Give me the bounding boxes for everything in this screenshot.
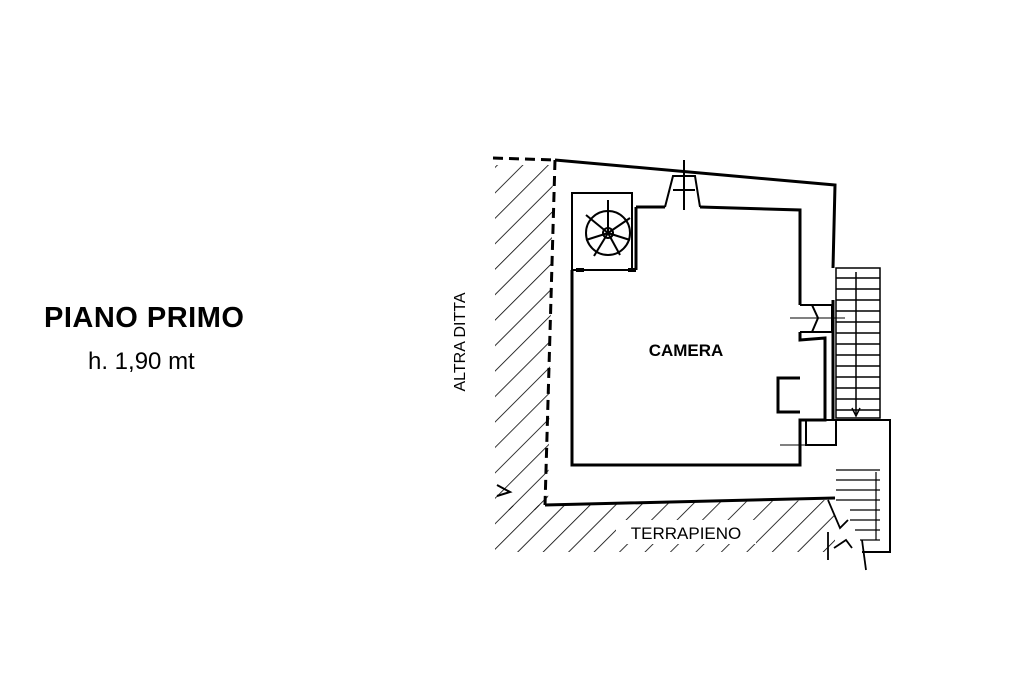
floor-title: PIANO PRIMO [44,302,245,334]
boundary-label-bottom: TERRAPIENO [631,524,742,543]
property-boundary-dashed [492,156,557,506]
window-top [664,160,701,210]
wall-jog [776,376,800,414]
entry-door [827,499,867,571]
room-label-camera: CAMERA [649,341,724,360]
adjacent-property-hatch [495,165,553,510]
boundary-label-left: ALTRA DITTA [452,292,469,391]
outer-wall [544,158,837,507]
spiral-staircase [571,192,638,272]
inner-wall [570,205,827,467]
corner-mark [496,484,513,497]
stair-landing [780,419,891,553]
external-staircase [835,267,881,419]
floor-height: h. 1,90 mt [88,348,195,375]
